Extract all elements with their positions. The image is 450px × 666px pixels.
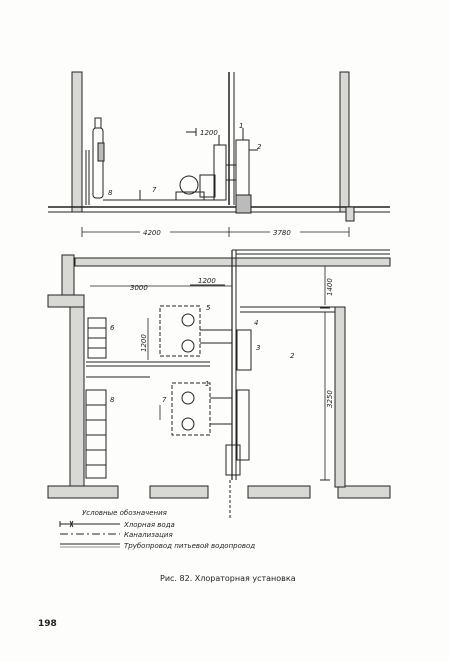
callout-8: 8	[110, 396, 115, 404]
plan-right-partition	[334, 306, 346, 488]
callout-1: 1	[205, 380, 209, 388]
callout-8-elevation: 8	[108, 189, 113, 197]
cylinder-rack-upper	[87, 317, 107, 359]
plan-dim-stand: 1200	[140, 334, 148, 352]
plan-left-wall	[69, 306, 85, 498]
callout-7-elevation: 7	[152, 186, 157, 194]
figure-caption: Рис. 82. Хлораторная установка	[160, 574, 296, 583]
callout-4: 4	[254, 319, 258, 327]
elevation-view	[48, 71, 390, 222]
plan-dim-top-mid: 1200	[198, 277, 216, 285]
callout-3: 3	[256, 344, 260, 352]
elevation-left-wall	[71, 71, 83, 213]
chlorinator-plan-lower	[171, 382, 232, 436]
legend-item-drinking-water: Трубопровод питьевой водопровод	[60, 542, 255, 550]
chlorinator-unit-left	[213, 144, 227, 201]
legend-label-chlorine-water: Хлорная вода	[123, 521, 175, 529]
chlorinator-plan-upper	[159, 305, 232, 357]
plan-left-wall-corner	[47, 294, 85, 308]
elevation-right-wall	[339, 71, 350, 213]
plan-dim-right-mid: 3250	[326, 390, 334, 408]
chlorine-cylinder	[92, 127, 104, 199]
callout-5: 5	[206, 304, 211, 312]
elevation-height-label: 1200	[200, 129, 218, 137]
plan-view	[47, 249, 391, 520]
legend-label-sewer: Канализация	[124, 531, 173, 539]
plan-bottom-wall-right	[247, 485, 311, 499]
legend-label-drinking-water: Трубопровод питьевой водопровод	[124, 542, 255, 550]
callout-7: 7	[162, 396, 167, 404]
pump-motor	[179, 175, 199, 195]
callout-1-elevation: 1	[239, 122, 243, 130]
plan-bottom-wall-middle	[149, 485, 209, 499]
legend-title: Условные обозначения	[82, 509, 167, 517]
plan-dim-right-top: 1400	[326, 278, 334, 296]
elevation-dimension-lines	[81, 227, 350, 237]
legend: Условные обозначения Хлорная вода Канали…	[59, 509, 255, 550]
callout-6: 6	[110, 324, 115, 332]
elevation-dim-left: 4200	[143, 229, 161, 237]
chlorinator-unit-right	[235, 139, 250, 201]
plan-bottom-wall-left	[47, 485, 119, 499]
callout-2: 2	[290, 352, 295, 360]
plan-dim-top-left: 3000	[130, 284, 148, 292]
callout-2-elevation: 2	[257, 143, 262, 151]
legend-item-sewer: Канализация	[60, 531, 173, 539]
legend-item-chlorine-water: Хлорная вода	[59, 520, 175, 529]
page-number: 198	[38, 619, 57, 629]
elevation-dim-right: 3780	[273, 229, 291, 237]
cylinder-rack-lower	[85, 389, 107, 479]
plan-equipment-upper	[236, 329, 252, 371]
